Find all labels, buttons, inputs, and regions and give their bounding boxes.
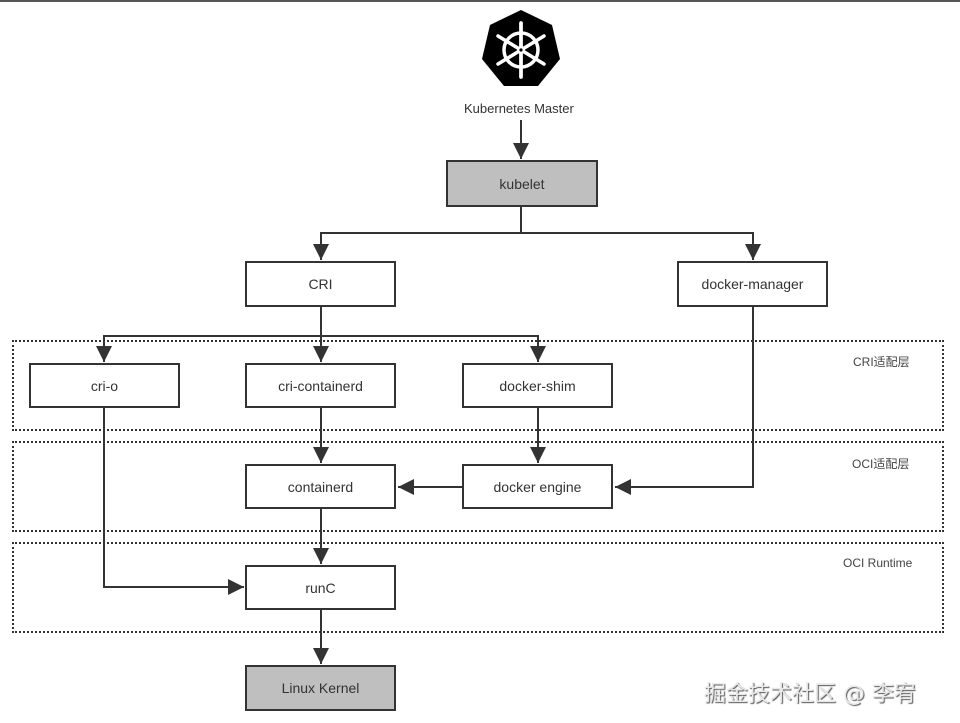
node-linux-kernel[interactable]: Linux Kernel (245, 665, 396, 711)
node-cri-containerd[interactable]: cri-containerd (245, 363, 396, 408)
node-cri[interactable]: CRI (245, 261, 396, 307)
kubernetes-master-label: Kubernetes Master (464, 101, 574, 116)
edge-cri-cri-o (96, 307, 322, 362)
edge-cri-docker-shim (321, 335, 546, 362)
node-containerd[interactable]: containerd (245, 464, 396, 509)
layer-oci-runtime (12, 542, 944, 633)
node-runc[interactable]: runC (245, 565, 396, 610)
edge-cri-o-runc (103, 408, 244, 595)
edge-docker-manager-docker-engine (615, 307, 754, 495)
top-border (0, 0, 960, 2)
layer-label-cri-adapter: CRI适配层 (853, 355, 910, 369)
node-kubelet[interactable]: kubelet (446, 160, 598, 207)
node-docker-shim[interactable]: docker-shim (462, 363, 613, 408)
node-cri-o[interactable]: cri-o (29, 363, 180, 408)
edge-kubelet-split (313, 207, 522, 260)
layer-oci-adapter (12, 441, 944, 532)
layer-label-oci-runtime: OCI Runtime (843, 556, 913, 570)
layer-cri-adapter (12, 340, 944, 431)
kubernetes-helm-icon (482, 10, 560, 86)
node-docker-engine[interactable]: docker engine (462, 464, 613, 509)
edge-kubelet-docker-manager (521, 232, 761, 260)
layer-label-oci-adapter: OCI适配层 (852, 457, 910, 471)
node-docker-manager[interactable]: docker-manager (677, 261, 828, 307)
watermark: 掘金技术社区 @ 李宥 (704, 682, 916, 707)
